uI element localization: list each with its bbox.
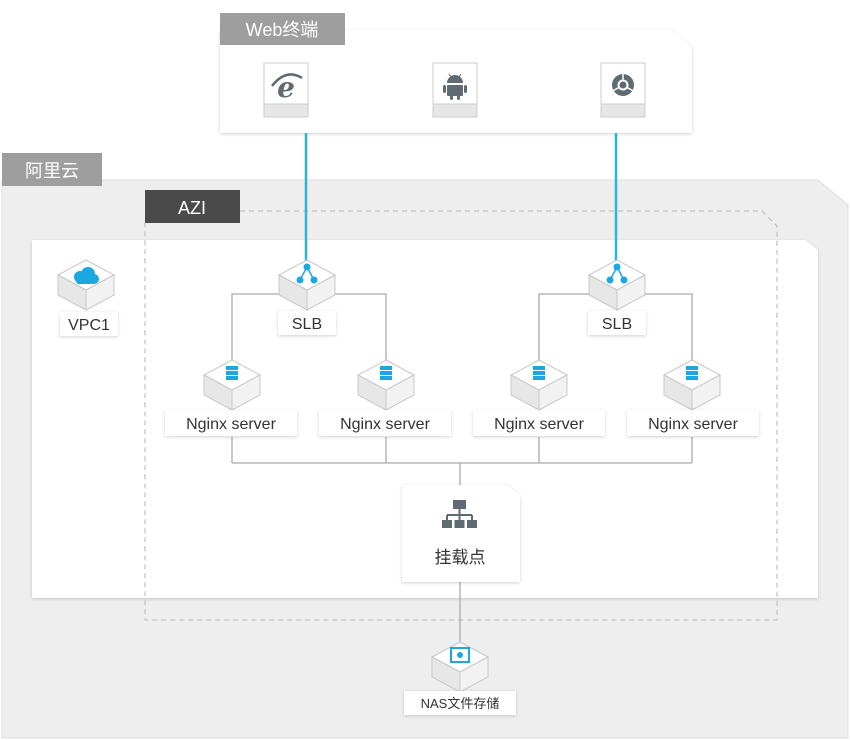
device-ie: e	[263, 62, 309, 118]
nas-node: NAS文件存储	[404, 641, 516, 715]
slb-icon	[606, 263, 628, 284]
ie-icon: e	[271, 71, 303, 104]
server-node-4: Nginx server	[627, 359, 759, 436]
server-icon	[380, 366, 392, 380]
nas-icon	[450, 647, 470, 663]
device-android	[432, 62, 478, 118]
cloud-icon	[74, 267, 99, 284]
android-icon	[443, 73, 467, 100]
server-icon	[533, 366, 545, 380]
server-label-2: Nginx server	[340, 416, 430, 433]
svg-text:e: e	[277, 71, 295, 104]
slb-node-1: SLB	[278, 259, 336, 335]
az-zone-border	[144, 210, 778, 621]
mount-point-label: 挂载点	[435, 548, 486, 567]
server-label-1: Nginx server	[186, 416, 276, 433]
nas-label: NAS文件存储	[421, 696, 500, 711]
device-chrome	[600, 62, 646, 118]
web-terminal-tag	[220, 13, 345, 45]
az-tag-label: AZI	[178, 198, 206, 218]
server-node-2: Nginx server	[319, 359, 451, 436]
server-icon	[686, 366, 698, 380]
server-node-1: Nginx server	[165, 359, 297, 436]
server-label-4: Nginx server	[648, 416, 738, 433]
mount-point-node: 挂载点	[402, 485, 520, 582]
vpc-label: VPC1	[68, 317, 110, 334]
slb-node-2: SLB	[588, 259, 646, 335]
server-label-3: Nginx server	[494, 416, 584, 433]
vpc-node: VPC1	[57, 259, 118, 336]
slb-label-1: SLB	[292, 316, 322, 333]
az-tag	[145, 190, 240, 223]
slb-icon	[296, 263, 318, 284]
server-node-3: Nginx server	[473, 359, 605, 436]
server-icon	[226, 366, 238, 380]
slb-label-2: SLB	[602, 316, 632, 333]
connector-lines	[231, 293, 693, 642]
aliyun-tag	[2, 153, 102, 186]
network-tree-icon	[442, 500, 477, 528]
aliyun-tag-label: 阿里云	[25, 161, 79, 181]
web-terminal-tag-label: Web终端	[246, 20, 319, 40]
chrome-icon	[612, 74, 634, 96]
